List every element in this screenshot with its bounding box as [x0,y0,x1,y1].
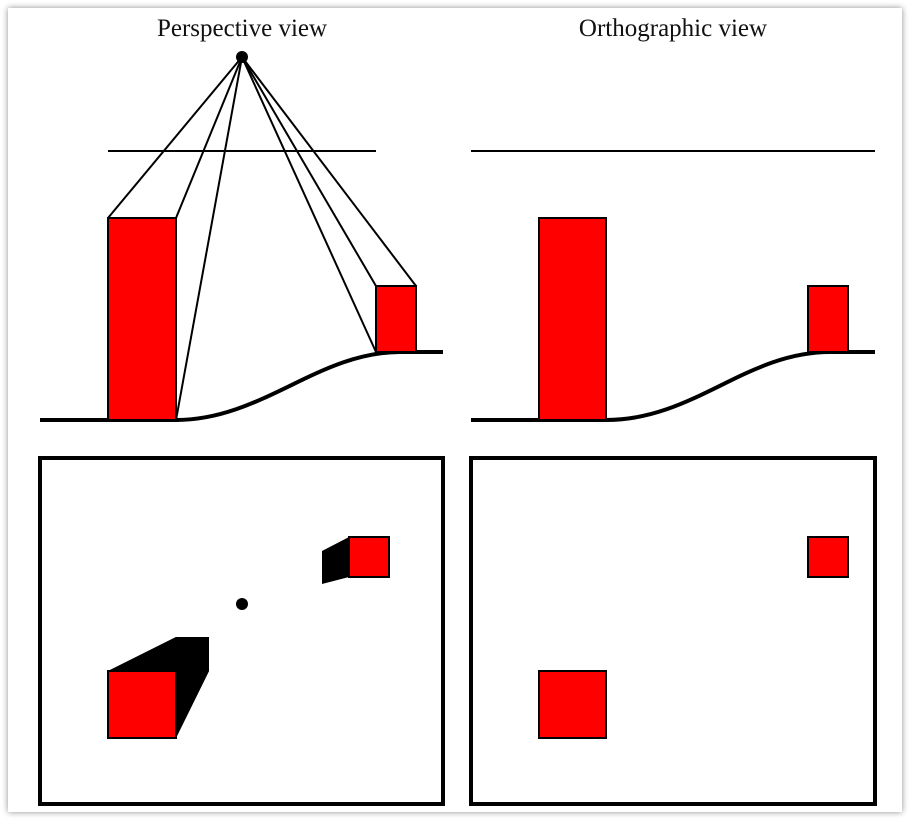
perspective-side-view [40,51,443,422]
orthographic-side-view [471,150,875,422]
perspective-near-box-depth [176,637,209,738]
perspective-ground [40,350,443,422]
perspective-tall-object [107,217,177,421]
orthographic-near-square [538,670,607,739]
perspective-view-title: Perspective view [156,15,328,42]
perspective-image-panel [38,456,445,806]
perspective-far-box-front [348,536,390,578]
orthographic-image-frame [469,456,877,806]
perspective-projection-rays [107,56,417,421]
orthographic-short-object [807,285,849,353]
perspective-near-box-front [107,670,177,739]
orthographic-tall-object [538,217,607,421]
orthographic-ground [471,350,875,422]
perspective-far-box-side [322,537,349,584]
perspective-eye-point [236,51,248,63]
orthographic-far-square [807,536,849,578]
perspective-short-object [375,285,417,353]
orthographic-image-panel [469,456,877,806]
perspective-vanishing-point [236,598,248,610]
orthographic-view-title: Orthographic view [578,15,768,42]
perspective-image-frame [38,456,445,806]
